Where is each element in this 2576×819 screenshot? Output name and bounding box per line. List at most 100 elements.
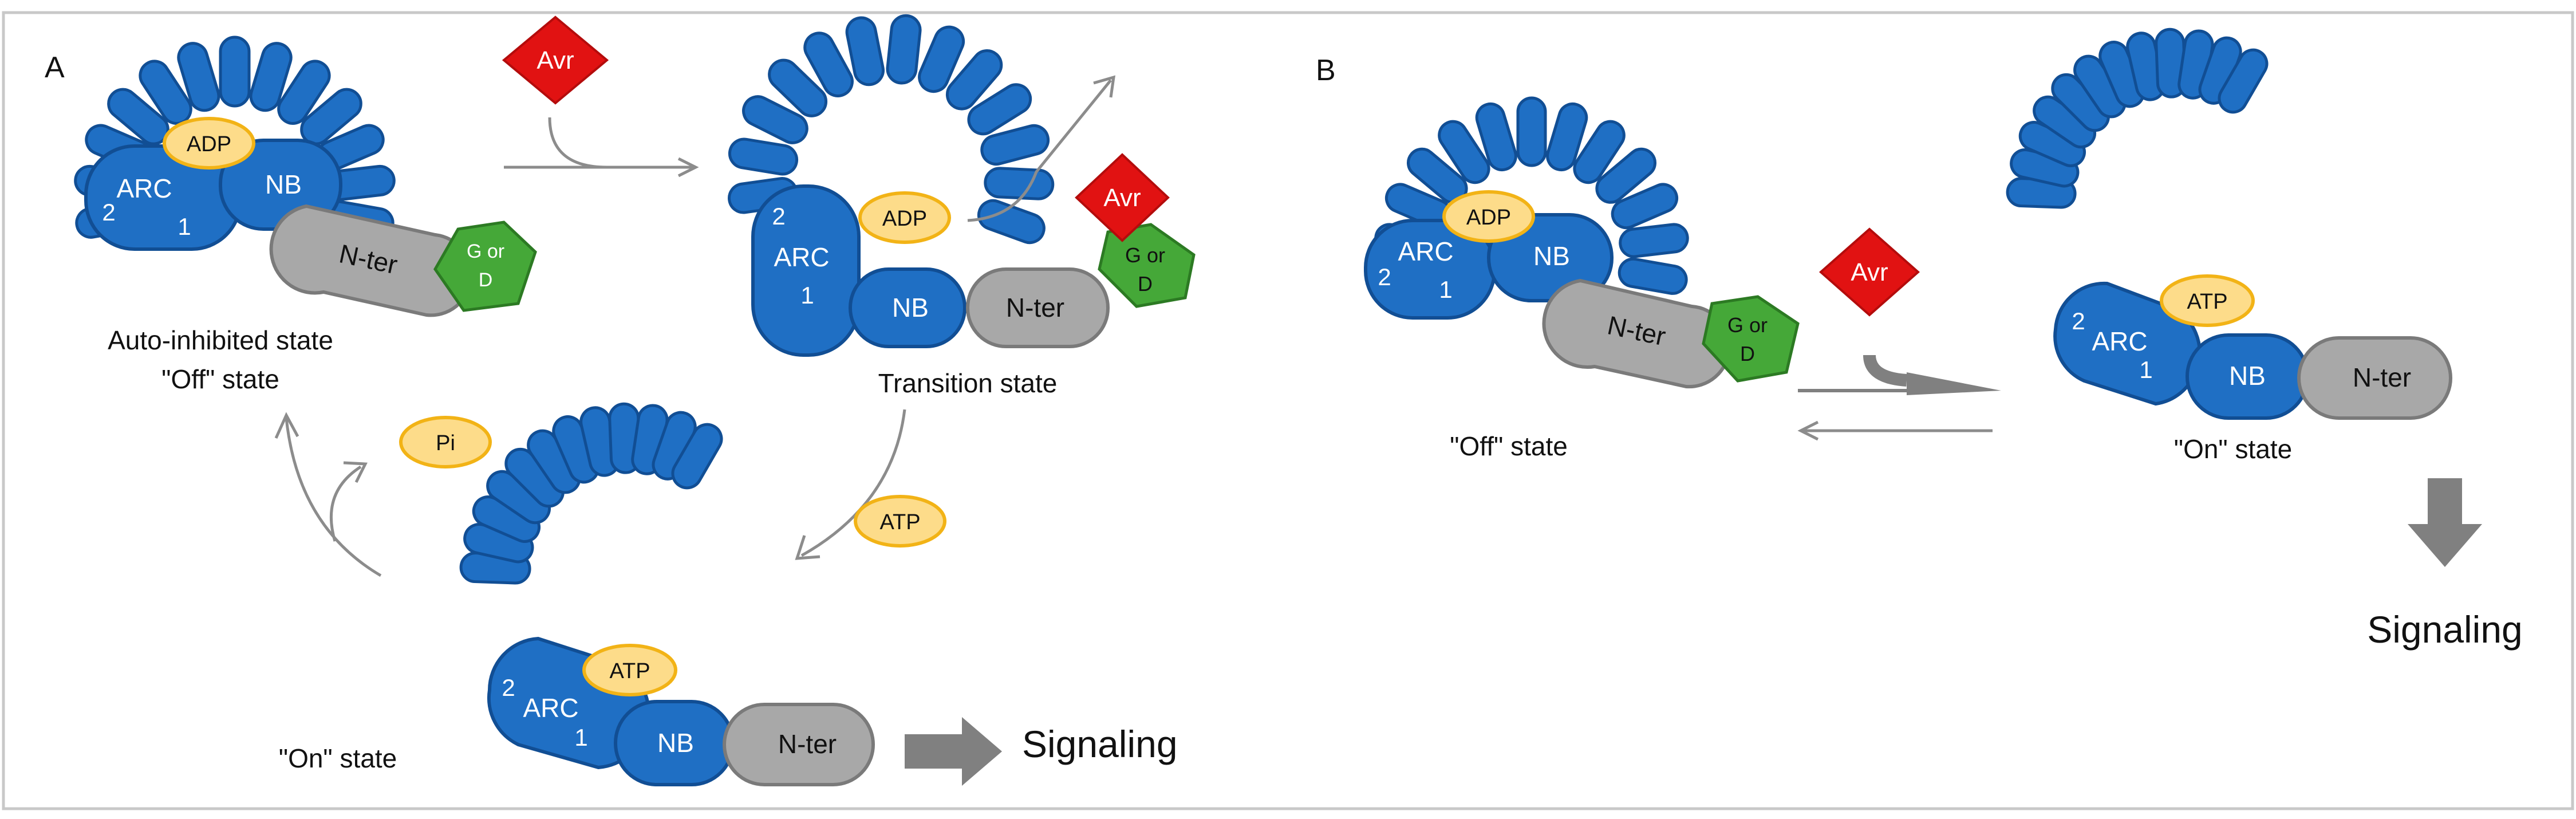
transition-to-on-arrow: [800, 409, 906, 557]
forward-arrowhead-b: [1907, 372, 2001, 395]
lrr-repeat: [1618, 257, 1688, 295]
n-terminal-domain-on-b: N-ter: [2297, 336, 2452, 420]
lrr-repeat: [219, 36, 251, 108]
arc-subdomain-1: 1: [177, 213, 191, 240]
lrr-repeat: [945, 49, 1003, 111]
signaling-arrow-b: [2408, 478, 2482, 567]
n-terminal-domain-transition: N-ter: [966, 267, 1110, 348]
avr-molecule-bound: Avr: [1075, 153, 1170, 242]
transition-complex: 2 ARC 1 NB N-ter G or D Avr ADP: [728, 14, 1196, 357]
lrr-repeat: [1438, 120, 1490, 184]
g-or-d-domain: G or D: [433, 220, 537, 312]
nb-label-transition: NB: [892, 293, 929, 322]
lrr-repeat: [1475, 102, 1517, 172]
lrr-repeat: [980, 124, 1050, 166]
nter-label-transition: N-ter: [1006, 293, 1064, 322]
gd-label-line1: G or: [467, 241, 504, 262]
on-to-off-arrow: [285, 418, 382, 577]
arc-label: ARC: [116, 174, 172, 203]
transition-state-label: Transition state: [878, 368, 1058, 398]
nter-label-on-a: N-ter: [778, 729, 837, 759]
on-state-label-a: "On" state: [279, 743, 397, 773]
lrr-repeat: [803, 32, 854, 97]
lrr-repeat: [300, 88, 362, 145]
arc-label-on-a: ARC: [523, 693, 578, 723]
atp-label-free: ATP: [879, 510, 920, 534]
lrr-domain-off-b: [1374, 96, 1689, 295]
lrr-repeat: [177, 42, 220, 112]
lrr-repeat: [845, 16, 885, 86]
arc-domain-off-b: ARC 2 1: [1364, 219, 1496, 320]
reverse-arrowhead-b: [1797, 420, 1819, 441]
adp-release-arrowhead: [1093, 75, 1116, 98]
arc-subdomain-2-on-a: 2: [502, 674, 515, 701]
off-complex-b: ARC 2 1 NB ADP N-ter G or D: [1364, 96, 1800, 389]
nb-label-off-b: NB: [1533, 241, 1570, 271]
arc-label-on-b: ARC: [2092, 326, 2147, 356]
arc-label-transition: ARC: [774, 242, 829, 272]
arc-subdomain-1-on-b: 1: [2139, 356, 2152, 383]
pi-label: Pi: [436, 431, 455, 455]
arc-subdomain-1-on-a: 1: [574, 724, 587, 751]
auto-inhibited-state-label: Auto-inhibited state: [108, 325, 333, 355]
nb-domain-on-a: NB: [614, 700, 735, 786]
pi-release-arrow: [330, 465, 362, 542]
lrr-repeat: [1573, 120, 1626, 184]
arc-subdomain-2-transition: 2: [772, 203, 785, 230]
auto-inhibited-complex: ARC 2 1 NB ADP N-ter G or D: [74, 36, 537, 317]
pi-release-arrowhead: [343, 461, 368, 483]
lrr-domain-on-a: [459, 402, 723, 585]
n-terminal-domain-on-a: N-ter: [723, 703, 875, 786]
signaling-label-a: Signaling: [1022, 723, 1178, 765]
g-or-d-domain-off-b: G or D: [1702, 295, 1800, 383]
nb-domain-transition: NB: [849, 267, 967, 348]
on-complex-a: 2 ARC 1 NB N-ter ATP: [459, 402, 875, 786]
avr-label-a: Avr: [536, 46, 574, 74]
gd-label-line1-off-b: G or: [1727, 313, 1768, 337]
signaling-arrow-a: [905, 717, 1002, 786]
adp-molecule: ADP: [163, 117, 255, 170]
panel-label-a: A: [45, 51, 65, 84]
atp-molecule-free: ATP: [854, 495, 946, 548]
lrr-repeat: [1516, 96, 1547, 167]
lrr-repeat: [2218, 48, 2269, 114]
nb-label-on-a: NB: [657, 728, 694, 758]
off-state-label-a: "Off" state: [161, 364, 279, 394]
lrr-repeat: [967, 83, 1032, 136]
adp-molecule-transition: ADP: [858, 191, 951, 244]
arc-subdomain-1-transition: 1: [800, 282, 814, 309]
adp-molecule-off-b: ADP: [1442, 190, 1535, 243]
on-complex-b: 2 ARC 1 NB N-ter ATP: [2006, 27, 2452, 420]
arc-subdomain-1-off-b: 1: [1439, 276, 1452, 303]
lrr-repeat: [742, 95, 808, 144]
arc-subdomain-2: 2: [102, 199, 115, 226]
atp-label-on-b: ATP: [2187, 290, 2227, 314]
lrr-repeat: [728, 137, 799, 176]
nb-label-on-b: NB: [2229, 361, 2266, 391]
lrr-repeat: [671, 423, 723, 490]
signaling-label-b: Signaling: [2367, 608, 2523, 651]
arc-domain: ARC 2 1: [84, 144, 242, 251]
adp-label: ADP: [187, 132, 231, 156]
off-to-transition-arrowhead: [677, 157, 699, 178]
gd-label-line2-off-b: D: [1740, 342, 1755, 365]
adp-label-transition: ADP: [882, 207, 927, 231]
lrr-repeat: [277, 60, 331, 125]
lrr-repeat: [984, 167, 1055, 200]
gd-label-line2: D: [479, 269, 493, 291]
atp-molecule-on-b: ATP: [2160, 274, 2255, 327]
arc-domain-transition: 2 ARC 1: [751, 184, 861, 357]
adp-label-off-b: ADP: [1466, 206, 1511, 230]
gd-label-line1-transition: G or: [1125, 243, 1165, 267]
adp-release-arrow: [967, 79, 1112, 222]
arc-label-off-b: ARC: [1398, 237, 1453, 266]
nb-domain-on-b: NB: [2186, 333, 2309, 420]
lrr-repeat: [918, 25, 965, 93]
nb-label: NB: [265, 170, 302, 199]
nter-label-on-b: N-ter: [2353, 363, 2411, 392]
lrr-repeat: [977, 199, 1046, 245]
avr-binding-arrow-b: [1863, 355, 1907, 387]
atp-molecule-on-a: ATP: [582, 644, 677, 696]
lrr-repeat: [1611, 183, 1679, 230]
